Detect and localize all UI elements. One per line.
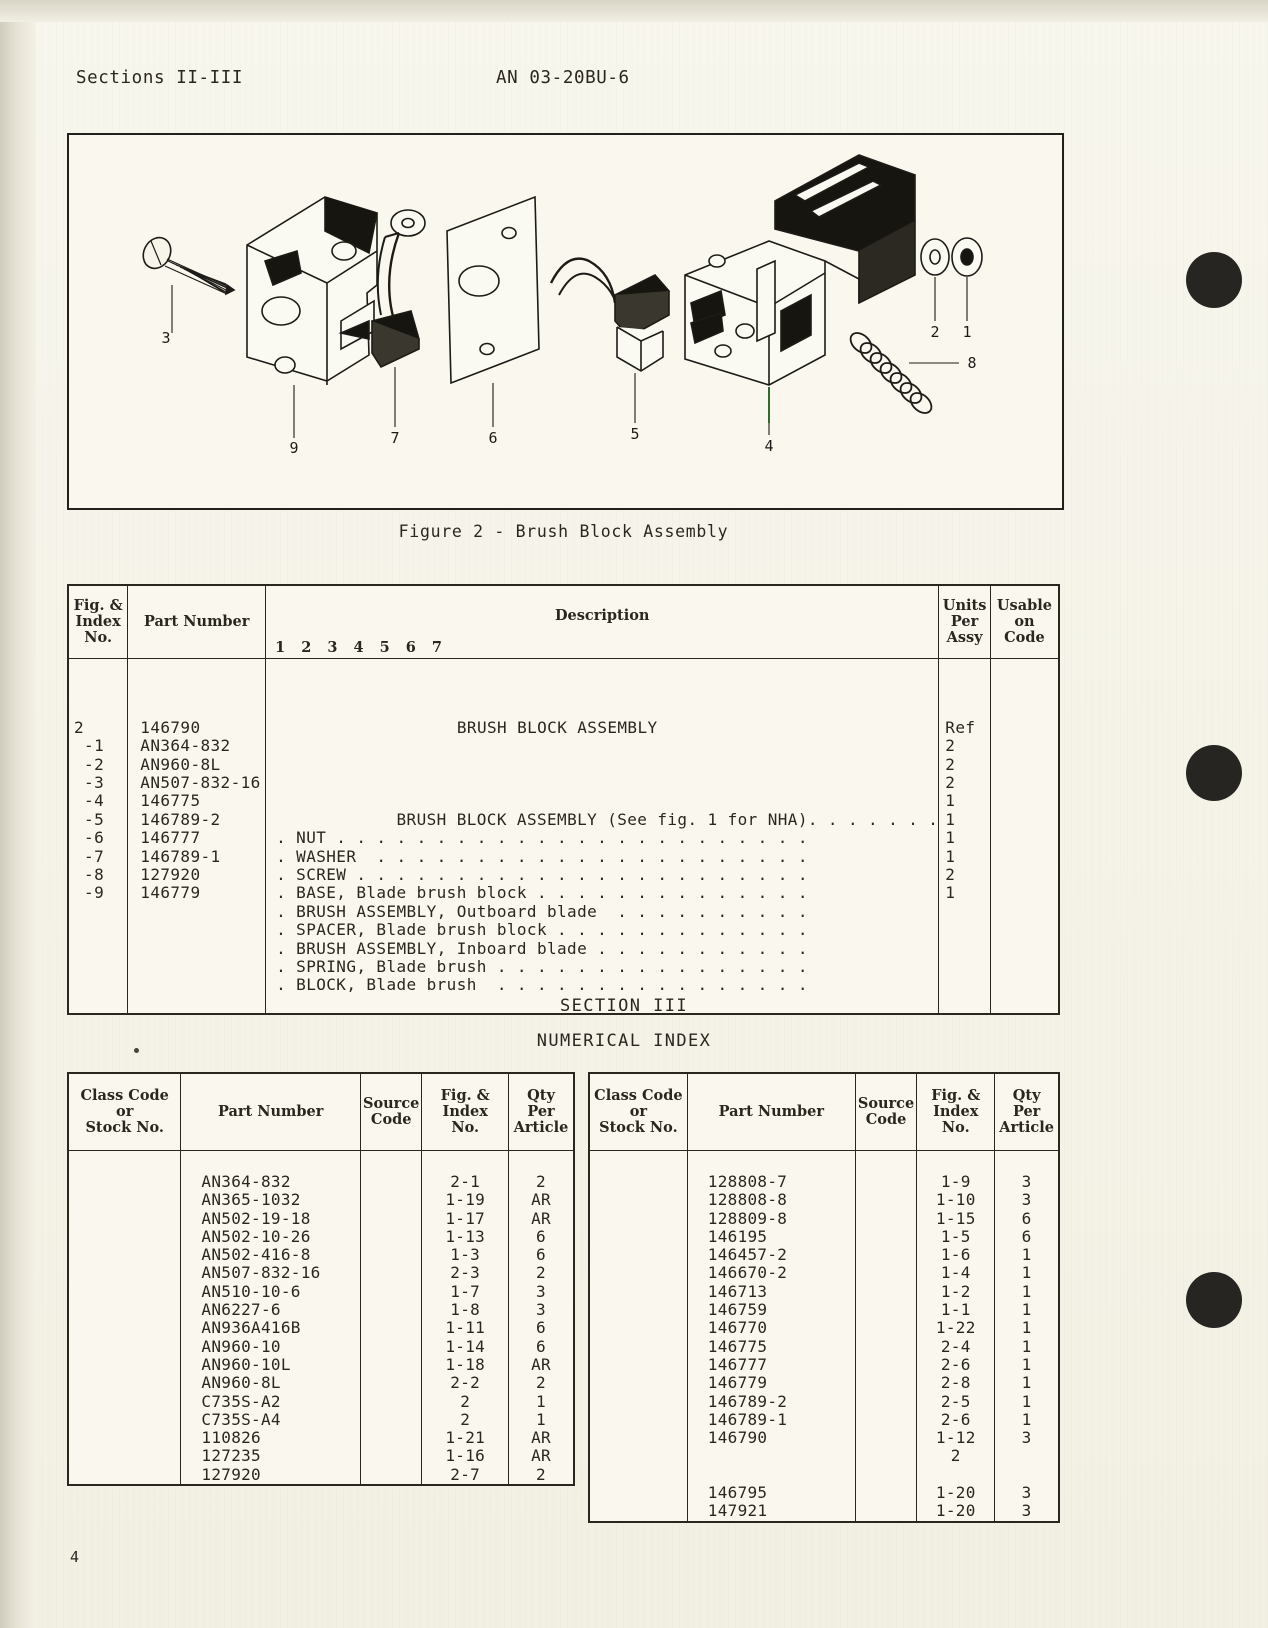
cell-descriptions: BRUSH BLOCK ASSEMBLY BRUSH BLOCK ASSEMBL… bbox=[265, 658, 940, 1015]
index-part-number-values: 128808-7 128808-8 128809-8 146195 146457… bbox=[707, 1172, 788, 1521]
header-fig-index-no: Fig. & Index No. bbox=[67, 584, 129, 659]
numerical-index-table-left: Class Code or Stock No. Part Number Sour… bbox=[67, 1072, 575, 1487]
description-indent-guide: 1 2 3 4 5 6 7 bbox=[275, 638, 448, 656]
header-part-number: Part Number bbox=[686, 1072, 856, 1151]
cell-class-code bbox=[588, 1149, 688, 1523]
cell-part-numbers: AN364-832 AN365-1032 AN502-19-18 AN502-1… bbox=[180, 1150, 361, 1486]
figure-callout-9: 9 bbox=[289, 439, 298, 457]
binder-hole-icon bbox=[1186, 745, 1242, 801]
part-screw bbox=[142, 236, 236, 333]
cell-usable-on-code bbox=[989, 658, 1060, 1015]
header-units-per-assy: Units Per Assy bbox=[938, 584, 991, 659]
header-document-number: AN 03-20BU-6 bbox=[496, 68, 630, 88]
numerical-index-subtitle: NUMERICAL INDEX bbox=[536, 1031, 712, 1051]
binder-hole-icon bbox=[1186, 252, 1242, 308]
part-brush-assembly-inboard bbox=[371, 209, 426, 427]
class-code-values bbox=[590, 1151, 687, 1173]
index-qty-values: 3 3 6 6 1 1 1 1 1 1 1 1 1 1 3 3 3 bbox=[1021, 1172, 1032, 1521]
part-base-blade-brush-block bbox=[684, 240, 826, 435]
header-sections-label: Sections II-III bbox=[76, 68, 244, 88]
figure-callout-3: 3 bbox=[161, 329, 170, 347]
header-usable-on-code: Usable on Code bbox=[989, 584, 1060, 659]
parts-list-header-row: Fig. & Index No. Part Number Description… bbox=[67, 584, 1060, 659]
figure-exploded-view: 3 9 7 6 5 4 2 1 8 bbox=[67, 133, 1064, 510]
header-class-code-or-stock-no: Class Code or Stock No. bbox=[67, 1072, 182, 1151]
numerical-index-table-right: Class Code or Stock No. Part Number Sour… bbox=[588, 1072, 1060, 1523]
cell-part-numbers: 128808-7 128808-8 128809-8 146195 146457… bbox=[686, 1149, 856, 1523]
figure-callout-8: 8 bbox=[967, 354, 976, 372]
index-qty-values: 2 AR AR 6 6 2 3 3 6 6 AR 2 1 1 AR AR 2 bbox=[531, 1172, 551, 1484]
index-right-body-row: 128808-7 128808-8 128809-8 146195 146457… bbox=[588, 1149, 1060, 1523]
header-qty-per-article: Qty Per Article bbox=[994, 1072, 1060, 1151]
cell-source-code bbox=[359, 1150, 423, 1486]
header-fig-index-no: Fig. & Index No. bbox=[421, 1072, 510, 1151]
header-description-label: Description bbox=[554, 607, 650, 624]
page-number: 4 bbox=[70, 1548, 80, 1566]
figure-callout-6: 6 bbox=[488, 429, 497, 447]
part-block-blade-brush bbox=[246, 196, 378, 438]
page-header: Sections II-III AN 03-20BU-6 bbox=[76, 68, 1148, 88]
part-bracket-top bbox=[774, 154, 916, 305]
cell-qty: 3 3 6 6 1 1 1 1 1 1 1 1 1 1 3 3 3 bbox=[994, 1149, 1060, 1523]
index-fig-index-values: 1-9 1-10 1-15 1-5 1-6 1-4 1-2 1-1 1-22 2… bbox=[935, 1172, 976, 1521]
class-code-values bbox=[69, 1151, 180, 1173]
cell-source-code bbox=[854, 1149, 918, 1523]
parts-list-body-row: 2 -1 -2 -3 -4 -5 -6 -7 -8 -9 146790 AN36… bbox=[67, 658, 1060, 1015]
source-code-values bbox=[361, 1151, 421, 1173]
part-number-values: 146790 AN364-832 AN960-8L AN507-832-16 1… bbox=[140, 717, 261, 903]
header-part-number: Part Number bbox=[127, 584, 267, 659]
cell-fig-index: 2-1 1-19 1-17 1-13 1-3 2-3 1-7 1-8 1-11 … bbox=[421, 1150, 510, 1486]
parts-list-table: Fig. & Index No. Part Number Description… bbox=[67, 584, 1060, 1016]
ink-mark-icon bbox=[134, 1048, 139, 1053]
cell-qty: 2 AR AR 6 6 2 3 3 6 6 AR 2 1 1 AR AR 2 bbox=[508, 1150, 575, 1486]
header-description: Description 1 2 3 4 5 6 7 bbox=[265, 584, 940, 659]
fig-index-values: 2 -1 -2 -3 -4 -5 -6 -7 -8 -9 bbox=[74, 717, 105, 903]
index-fig-index-values: 2-1 1-19 1-17 1-13 1-3 2-3 1-7 1-8 1-11 … bbox=[445, 1172, 486, 1484]
units-per-assy-values: Ref 2 2 2 1 1 1 1 2 1 bbox=[945, 717, 976, 903]
part-spacer-blade-brush-block bbox=[446, 195, 540, 427]
figure-callout-1: 1 bbox=[962, 323, 971, 341]
figure-callout-4: 4 bbox=[764, 437, 773, 455]
figure-caption: Figure 2 - Brush Block Assembly bbox=[398, 522, 729, 541]
header-class-code-or-stock-no: Class Code or Stock No. bbox=[588, 1072, 688, 1151]
figure-callout-7: 7 bbox=[390, 429, 399, 447]
index-left-body-row: AN364-832 AN365-1032 AN502-19-18 AN502-1… bbox=[67, 1150, 575, 1486]
cell-units-per-assy: Ref 2 2 2 1 1 1 1 2 1 bbox=[938, 658, 991, 1015]
cell-fig-index-numbers: 2 -1 -2 -3 -4 -5 -6 -7 -8 -9 bbox=[67, 658, 129, 1015]
cell-part-numbers: 146790 AN364-832 AN960-8L AN507-832-16 1… bbox=[127, 658, 267, 1015]
part-spring-blade-brush bbox=[849, 332, 959, 414]
binder-hole-icon bbox=[1186, 1272, 1242, 1328]
header-part-number: Part Number bbox=[180, 1072, 361, 1151]
cell-fig-index: 1-9 1-10 1-15 1-5 1-6 1-4 1-2 1-1 1-22 2… bbox=[916, 1149, 996, 1523]
description-values: BRUSH BLOCK ASSEMBLY (See fig. 1 for NHA… bbox=[276, 809, 939, 995]
source-code-values bbox=[856, 1151, 916, 1173]
figure-callout-5: 5 bbox=[630, 425, 639, 443]
header-source-code: Source Code bbox=[359, 1072, 423, 1151]
part-brush-assembly-outboard bbox=[549, 257, 671, 423]
figure-callout-2: 2 bbox=[930, 323, 939, 341]
part-washer-nut bbox=[920, 237, 983, 321]
index-left-header-row: Class Code or Stock No. Part Number Sour… bbox=[67, 1072, 575, 1151]
index-part-number-values: AN364-832 AN365-1032 AN502-19-18 AN502-1… bbox=[201, 1172, 321, 1484]
page-top-edge-shadow bbox=[0, 0, 1268, 22]
section-iii-title: SECTION III bbox=[560, 996, 688, 1016]
header-qty-per-article: Qty Per Article bbox=[508, 1072, 575, 1151]
index-right-header-row: Class Code or Stock No. Part Number Sour… bbox=[588, 1072, 1060, 1151]
header-fig-index-no: Fig. & Index No. bbox=[916, 1072, 996, 1151]
usable-on-code-values bbox=[991, 659, 1058, 682]
header-source-code: Source Code bbox=[854, 1072, 918, 1151]
cell-class-code bbox=[67, 1150, 182, 1486]
assembly-group-title: BRUSH BLOCK ASSEMBLY bbox=[456, 717, 658, 737]
brush-block-assembly-drawing: 3 9 7 6 5 4 2 1 8 bbox=[142, 154, 983, 457]
page-left-edge-shadow bbox=[0, 0, 36, 1628]
